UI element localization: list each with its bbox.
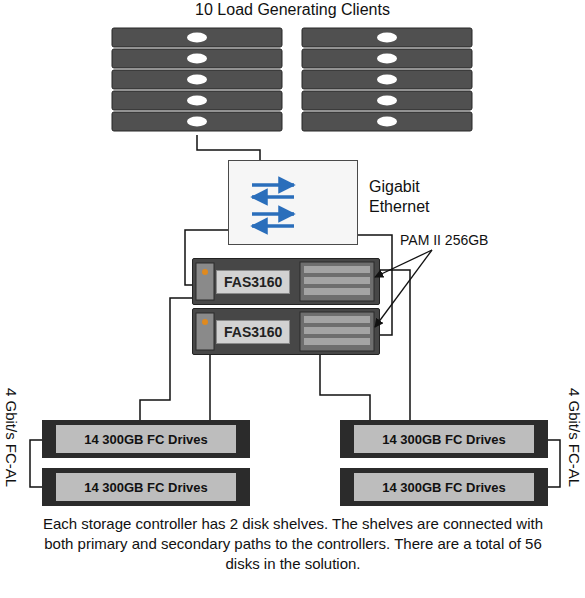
server-unit <box>112 70 282 89</box>
cable-connector <box>380 270 410 420</box>
server-unit <box>112 91 282 110</box>
server-light <box>377 54 397 64</box>
link-speed-label: 4 Gbit/s FC-AL <box>3 388 20 487</box>
server-light <box>377 117 397 127</box>
server-unit <box>302 28 472 47</box>
link-speed-label: 4 Gbit/s FC-AL <box>566 388 583 487</box>
shelf-label: 14 300GB FC Drives <box>382 432 506 447</box>
controller-label: FAS3160 <box>216 270 290 294</box>
server-unit <box>112 28 282 47</box>
network-switch: Gigabit Ethernet <box>228 160 358 245</box>
disk-shelf: 14 300GB FC Drives <box>340 420 548 458</box>
server-light <box>187 96 207 106</box>
cable-connector <box>209 355 211 420</box>
client-group: 10 Load Generating Clients <box>105 0 480 135</box>
server-light <box>377 75 397 85</box>
leader-line <box>375 250 432 277</box>
shelf-label: 14 300GB FC Drives <box>382 480 506 495</box>
server-unit <box>302 91 472 110</box>
leader-lines <box>375 250 432 327</box>
controller-label: FAS3160 <box>216 320 290 344</box>
leader-line <box>375 250 432 327</box>
server-unit <box>112 112 282 131</box>
storage-controller: FAS3160 <box>192 308 380 355</box>
disk-shelf: 14 300GB FC Drives <box>340 468 548 506</box>
server-light <box>187 33 207 43</box>
server-light <box>377 33 397 43</box>
server-stack <box>302 28 472 131</box>
server-unit <box>302 49 472 68</box>
server-unit <box>302 70 472 89</box>
figure-caption: Each storage controller has 2 disk shelv… <box>38 514 548 574</box>
server-stack <box>112 28 282 131</box>
cable-connector <box>30 440 42 487</box>
cable-connector <box>140 298 192 420</box>
disk-shelf: 14 300GB FC Drives <box>42 468 250 506</box>
server-light <box>377 96 397 106</box>
switch-label: Gigabit Ethernet <box>369 177 449 217</box>
cable-connector <box>320 355 370 420</box>
server-light <box>187 54 207 64</box>
server-unit <box>302 112 472 131</box>
group-heading: 10 Load Generating Clients <box>105 1 480 19</box>
server-light <box>187 75 207 85</box>
cable-connector <box>548 440 560 487</box>
disk-shelf: 14 300GB FC Drives <box>42 420 250 458</box>
callout-label: PAM II 256GB <box>398 232 490 248</box>
server-unit <box>112 49 282 68</box>
cable-connector <box>197 135 260 160</box>
shelf-label: 14 300GB FC Drives <box>84 432 208 447</box>
shelf-label: 14 300GB FC Drives <box>84 480 208 495</box>
storage-controller: FAS3160 <box>192 258 380 305</box>
server-light <box>187 117 207 127</box>
